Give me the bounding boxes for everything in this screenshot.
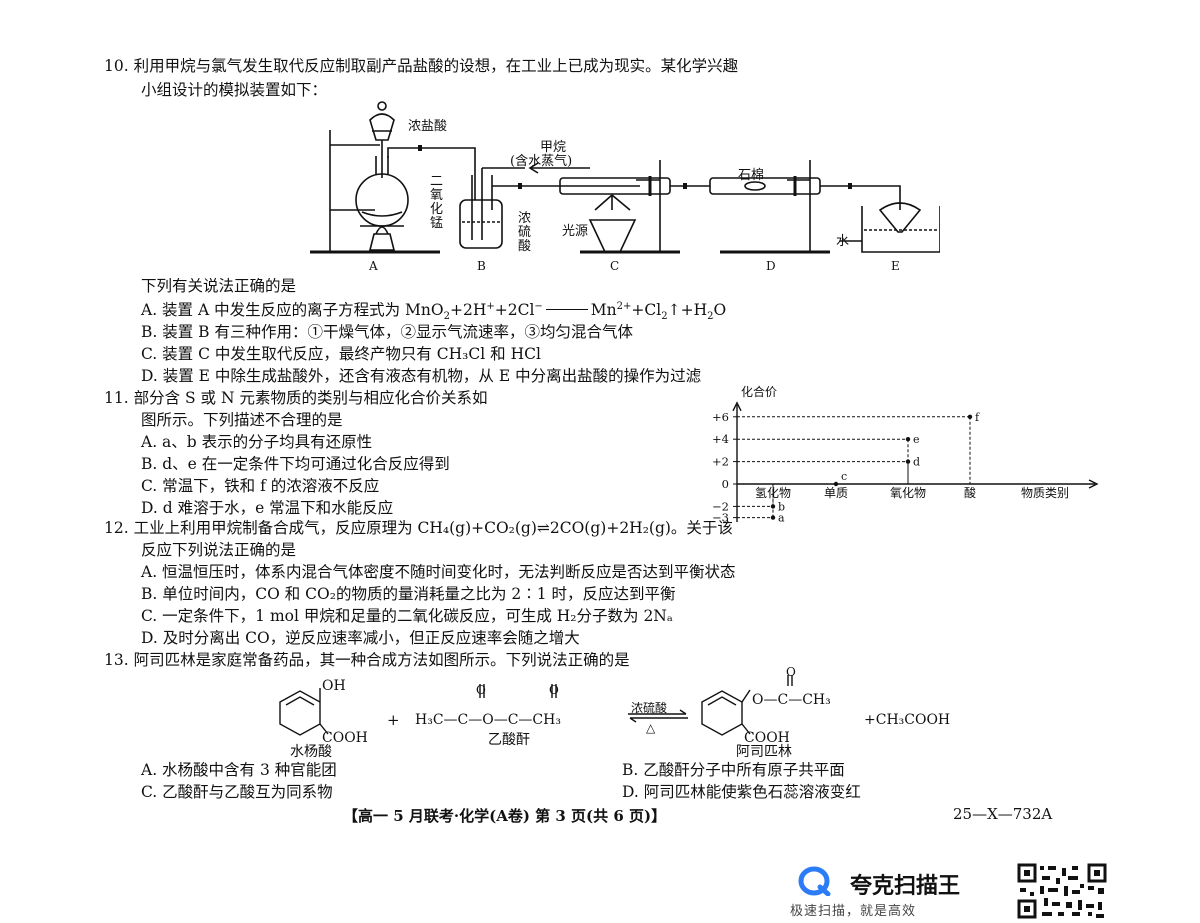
x-axis-arrow bbox=[1088, 479, 1099, 489]
q13-stem: 13. 阿司匹林是家庭常备药品，其一种合成方法如图所示。下列说法正确的是 bbox=[104, 651, 630, 669]
scheme-oh: OH bbox=[322, 678, 346, 694]
x-category-label: 单质 bbox=[824, 486, 848, 500]
data-point bbox=[833, 481, 839, 487]
data-point-label: b bbox=[778, 500, 785, 513]
anhydride-name: 乙酸酐 bbox=[488, 732, 530, 748]
q10-stem-line2: 小组设计的模拟装置如下： bbox=[141, 81, 328, 99]
aspirin-o-top: O bbox=[786, 665, 796, 679]
label-light-source: 光源 bbox=[562, 224, 589, 239]
byproduct-acetic-acid: +CH₃COOH bbox=[864, 712, 951, 728]
y-tick-label: −2 bbox=[712, 499, 729, 513]
y-tick-label: +2 bbox=[712, 455, 729, 469]
aspirin-name: 阿司匹林 bbox=[736, 744, 792, 760]
q12-option-c: C. 一定条件下，1 mol 甲烷和足量的二氧化碳反应，可生成 H₂分子数为 2… bbox=[141, 607, 673, 625]
q10-question: 下列有关说法正确的是 bbox=[141, 277, 297, 295]
q12-option-d: D. 及时分离出 CO，逆反应速率减小，但正反应速率会随之增大 bbox=[141, 629, 580, 647]
q10-option-b: B. 装置 B 有三种作用：①干燥气体，②显示气流速率，③均匀混合气体 bbox=[141, 323, 633, 341]
data-point-label: e bbox=[913, 433, 920, 446]
anhydride-o-left: O bbox=[476, 683, 486, 697]
label-conc-h2so4: 浓硫酸 bbox=[518, 211, 532, 254]
scheme-cooh-salicylic: COOH bbox=[322, 730, 368, 746]
data-point bbox=[770, 504, 776, 509]
q12-option-a: A. 恒温恒压时，体系内混合气体密度不随时间变化时，无法判断反应是否达到平衡状态 bbox=[141, 563, 736, 581]
q13-option-d: D. 阿司匹林能使紫色石蕊溶液变红 bbox=[622, 783, 861, 801]
x-category-label: 氧化物 bbox=[890, 486, 926, 500]
y-tick-label: 0 bbox=[722, 477, 729, 491]
data-point-label: f bbox=[975, 411, 980, 424]
q10-option-d: D. 装置 E 中除生成盐酸外，还含有液态有机物，从 E 中分离出盐酸的操作为过… bbox=[141, 367, 702, 385]
scanner-brand-name: 夸克扫描王 bbox=[850, 874, 961, 899]
q11-option-a: A. a、b 表示的分子均具有还原性 bbox=[141, 433, 373, 451]
label-methane: 甲烷 bbox=[540, 140, 567, 155]
q10-option-a: A. 装置 A 中发生反应的离子方程式为 MnO2+2H++2Cl−Mn2++C… bbox=[141, 300, 727, 323]
label-apparatus-d: D bbox=[766, 259, 776, 273]
scanner-logo-icon bbox=[798, 866, 831, 897]
chart-y-label: 化合价 bbox=[741, 384, 777, 399]
qr-code-icon bbox=[1016, 862, 1108, 920]
exam-code: 25—X—732A bbox=[953, 805, 1053, 823]
data-point bbox=[967, 414, 973, 419]
q13-option-a: A. 水杨酸中含有 3 种官能团 bbox=[141, 761, 337, 779]
anhydride-o-right: O bbox=[549, 683, 559, 697]
q12-stem-line1: 12. 工业上利用甲烷制备合成气，反应原理为 CH₄(g)+CO₂(g)⇌2CO… bbox=[104, 519, 733, 537]
scheme-cooh-aspirin: COOH bbox=[744, 730, 790, 746]
q11-option-d: D. d 难溶于水，e 常温下和水能反应 bbox=[141, 499, 394, 517]
q12-stem-line2: 反应下列说法正确的是 bbox=[141, 541, 297, 559]
label-mno2: 二氧化锰 bbox=[430, 174, 444, 231]
q11-option-c: C. 常温下，铁和 f 的浓溶液不反应 bbox=[141, 477, 380, 495]
chart-x-label: 物质类别 bbox=[1021, 486, 1069, 500]
q12-option-b: B. 单位时间内，CO 和 CO₂的物质的量消耗量之比为 2∶1 时，反应达到平… bbox=[141, 585, 676, 603]
heat-label: △ bbox=[646, 721, 656, 735]
scheme-plus: + bbox=[387, 711, 400, 729]
label-conc-hcl: 浓盐酸 bbox=[408, 119, 448, 134]
q10-apparatus-diagram bbox=[310, 101, 940, 254]
q11-valence-chart: 化合价物质类别+6+4+20−2−3氢化物单质氧化物酸abcdef bbox=[712, 384, 1099, 522]
q11-stem-line2: 图所示。下列描述不合理的是 bbox=[141, 411, 343, 429]
y-tick-label: +6 bbox=[712, 410, 729, 424]
scanner-brand: 夸克扫描王 极速扫描，就是高效 bbox=[790, 866, 960, 919]
label-water: 水 bbox=[836, 234, 850, 249]
label-asbestos: 石棉 bbox=[738, 168, 765, 183]
aspirin-ester-group: O—C—CH₃ bbox=[752, 692, 831, 708]
label-water-vapor: (含水蒸气) bbox=[510, 154, 573, 169]
q13-option-b: B. 乙酸酐分子中所有原子共平面 bbox=[622, 761, 845, 779]
label-apparatus-e: E bbox=[891, 259, 900, 273]
x-category-label: 酸 bbox=[964, 485, 976, 500]
y-axis-arrow bbox=[732, 401, 742, 412]
data-point-label: c bbox=[841, 470, 847, 483]
q10-option-c: C. 装置 C 中发生取代反应，最终产物只有 CH₃Cl 和 HCl bbox=[141, 345, 541, 363]
q13-reaction-scheme bbox=[279, 675, 793, 736]
data-point bbox=[770, 515, 776, 520]
data-point bbox=[905, 437, 911, 442]
y-tick-label: +4 bbox=[712, 432, 729, 446]
scanner-brand-slogan: 极速扫描，就是高效 bbox=[790, 904, 917, 919]
y-tick-label: −3 bbox=[712, 511, 729, 522]
q11-stem-line1: 11. 部分含 S 或 N 元素物质的类别与相应化合价关系如 bbox=[104, 389, 488, 407]
label-apparatus-b: B bbox=[477, 259, 486, 273]
q13-option-c: C. 乙酸酐与乙酸互为同系物 bbox=[141, 783, 333, 801]
catalyst-label: 浓硫酸 bbox=[631, 701, 668, 715]
data-point-label: a bbox=[778, 512, 785, 522]
anhydride-formula: H₃C—C—O—C—CH₃ bbox=[415, 712, 561, 728]
data-point-label: d bbox=[913, 456, 920, 469]
page-footer: 【高一 5 月联考·化学(A卷) 第 3 页(共 6 页)】 bbox=[343, 807, 667, 825]
q10-stem-line1: 10. 利用甲烷与氯气发生取代反应制取副产品盐酸的设想，在工业上已成为现实。某化… bbox=[104, 57, 739, 75]
label-apparatus-c: C bbox=[610, 259, 620, 273]
q11-option-b: B. d、e 在一定条件下均可通过化合反应得到 bbox=[141, 455, 450, 473]
salicylic-acid-name: 水杨酸 bbox=[290, 744, 332, 760]
label-apparatus-a: A bbox=[369, 259, 378, 273]
